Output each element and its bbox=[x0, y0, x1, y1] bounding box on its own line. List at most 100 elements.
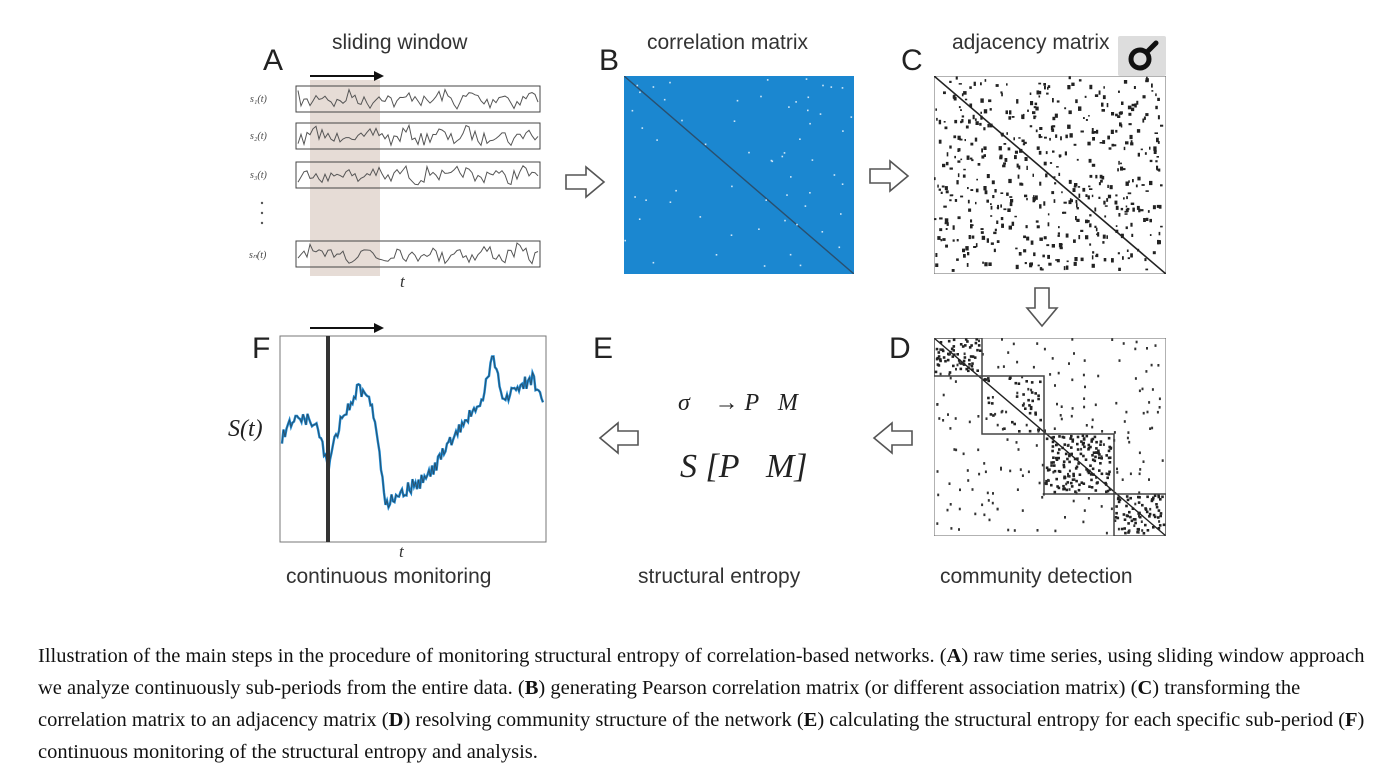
matrix-speck bbox=[968, 420, 971, 424]
matrix-speck bbox=[981, 155, 985, 159]
matrix-speck bbox=[1120, 124, 1123, 128]
matrix-speck bbox=[821, 231, 824, 233]
matrix-speck bbox=[956, 239, 959, 242]
matrix-speck bbox=[639, 91, 641, 94]
matrix-speck bbox=[1079, 452, 1083, 456]
matrix-speck bbox=[1047, 222, 1050, 227]
matrix-speck bbox=[841, 87, 844, 89]
matrix-speck bbox=[956, 363, 959, 367]
series-label-2: s₂(t) bbox=[250, 131, 267, 142]
matrix-speck bbox=[957, 148, 960, 152]
matrix-speck bbox=[1098, 196, 1101, 199]
matrix-speck bbox=[990, 205, 993, 210]
matrix-speck bbox=[1078, 235, 1081, 240]
matrix-speck bbox=[968, 235, 971, 240]
matrix-speck bbox=[1041, 463, 1044, 467]
matrix-speck bbox=[1145, 268, 1149, 271]
matrix-speck bbox=[1022, 393, 1025, 396]
matrix-speck bbox=[1071, 338, 1074, 341]
matrix-speck bbox=[771, 160, 774, 163]
matrix-speck bbox=[969, 157, 973, 160]
matrix-speck bbox=[965, 367, 968, 371]
panel-f-title: continuous monitoring bbox=[286, 565, 492, 588]
matrix-speck bbox=[1157, 115, 1160, 120]
matrix-speck bbox=[967, 252, 970, 256]
matrix-speck bbox=[968, 208, 972, 212]
matrix-speck bbox=[996, 507, 999, 511]
matrix-speck bbox=[1137, 501, 1141, 504]
matrix-speck bbox=[1124, 213, 1128, 215]
matrix-speck bbox=[970, 224, 974, 226]
matrix-speck bbox=[1039, 204, 1042, 209]
matrix-speck bbox=[1039, 136, 1043, 138]
matrix-speck bbox=[989, 108, 992, 111]
matrix-speck bbox=[1141, 387, 1144, 391]
matrix-speck bbox=[1011, 420, 1014, 424]
matrix-speck bbox=[1035, 220, 1039, 223]
matrix-speck bbox=[943, 91, 946, 95]
matrix-speck bbox=[990, 242, 994, 245]
lens-icon[interactable] bbox=[1122, 38, 1164, 74]
matrix-speck bbox=[1107, 135, 1110, 140]
matrix-speck bbox=[1051, 440, 1055, 444]
matrix-speck bbox=[966, 263, 969, 267]
matrix-speck bbox=[1110, 129, 1114, 134]
matrix-speck bbox=[934, 177, 936, 181]
matrix-speck bbox=[1089, 84, 1093, 90]
matrix-speck bbox=[636, 84, 639, 87]
matrix-speck bbox=[1151, 498, 1155, 501]
matrix-speck bbox=[681, 119, 683, 122]
matrix-speck bbox=[981, 148, 983, 153]
matrix-speck bbox=[997, 365, 1000, 369]
matrix-speck bbox=[1033, 195, 1035, 199]
matrix-speck bbox=[1029, 407, 1033, 411]
matrix-speck bbox=[957, 160, 961, 163]
matrix-speck bbox=[1076, 448, 1080, 451]
matrix-speck bbox=[783, 152, 786, 154]
matrix-speck bbox=[949, 199, 952, 202]
matrix-speck bbox=[1100, 457, 1103, 460]
matrix-speck bbox=[1035, 129, 1038, 133]
matrix-speck bbox=[938, 188, 941, 191]
matrix-speck bbox=[1145, 190, 1149, 192]
matrix-speck bbox=[760, 95, 762, 98]
matrix-speck bbox=[1091, 425, 1094, 429]
matrix-speck bbox=[1142, 460, 1145, 463]
matrix-speck bbox=[1076, 435, 1080, 439]
matrix-speck bbox=[984, 378, 988, 381]
matrix-speck bbox=[1005, 410, 1008, 414]
matrix-speck bbox=[1088, 185, 1091, 188]
matrix-speck bbox=[974, 137, 978, 142]
matrix-speck bbox=[805, 78, 808, 80]
matrix-speck bbox=[1080, 481, 1084, 484]
matrix-speck bbox=[1055, 134, 1058, 138]
matrix-speck bbox=[972, 114, 975, 120]
matrix-speck bbox=[1080, 447, 1083, 451]
matrix-speck bbox=[1087, 497, 1090, 500]
matrix-speck bbox=[1076, 457, 1079, 460]
matrix-speck bbox=[1062, 463, 1066, 467]
matrix-speck bbox=[937, 236, 941, 240]
matrix-speck bbox=[1026, 236, 1030, 241]
matrix-speck bbox=[1051, 357, 1054, 360]
matrix-speck bbox=[1141, 503, 1144, 507]
series-label-n: sₙ(t) bbox=[249, 250, 267, 261]
matrix-speck bbox=[963, 254, 966, 258]
matrix-speck bbox=[1021, 375, 1024, 379]
matrix-speck bbox=[1072, 474, 1075, 478]
monitoring-xlabel: t bbox=[399, 542, 404, 561]
matrix-speck bbox=[1063, 201, 1067, 204]
matrix-speck bbox=[1093, 435, 1097, 439]
matrix-speck bbox=[1067, 85, 1071, 90]
matrix-speck bbox=[1092, 251, 1095, 254]
matrix-speck bbox=[1123, 80, 1128, 84]
matrix-speck bbox=[1107, 449, 1111, 453]
matrix-speck bbox=[1003, 143, 1007, 145]
matrix-speck bbox=[1077, 186, 1081, 188]
matrix-speck bbox=[939, 228, 943, 232]
matrix-speck bbox=[1023, 141, 1027, 144]
community-block-1 bbox=[934, 338, 983, 377]
matrix-speck bbox=[986, 174, 990, 179]
matrix-speck bbox=[984, 262, 988, 267]
matrix-speck bbox=[1071, 378, 1074, 382]
